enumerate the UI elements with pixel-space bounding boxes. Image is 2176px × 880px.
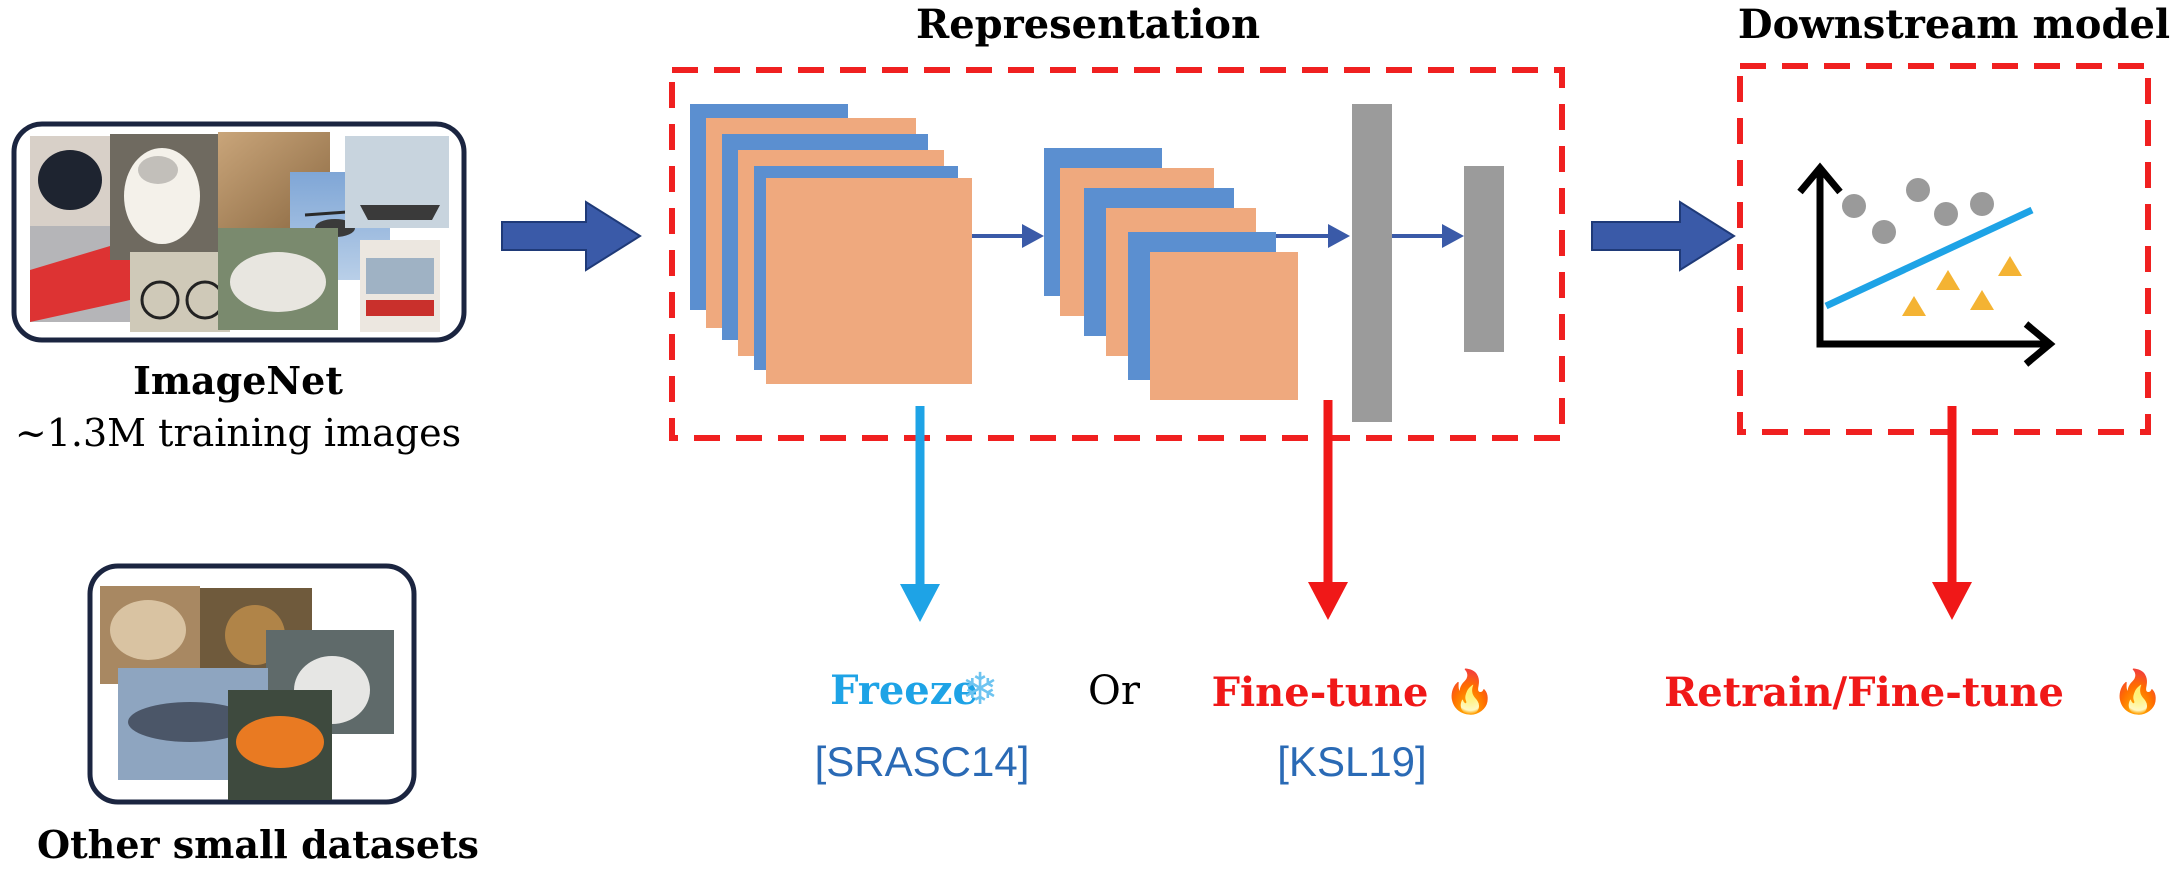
fire-icon: 🔥 bbox=[1444, 667, 1496, 716]
conv-stack-1 bbox=[690, 104, 972, 384]
classifier-plot-icon bbox=[1797, 162, 2056, 367]
y-axis-arrowhead bbox=[1797, 162, 1843, 195]
conv2-layer-6 bbox=[1150, 252, 1298, 400]
husky-shape bbox=[230, 252, 326, 312]
fc-layer-1 bbox=[1352, 104, 1392, 422]
downstream-dashed-box bbox=[1737, 63, 2151, 435]
class-a-point-5 bbox=[1970, 192, 1994, 216]
fine-tune-label: Fine-tune bbox=[1212, 669, 1429, 716]
thumb-bicycle bbox=[130, 252, 230, 332]
orange-car-shape bbox=[236, 716, 324, 768]
class-a-point-4 bbox=[1934, 202, 1958, 226]
dark-dog-shape bbox=[38, 150, 102, 210]
bus-stripe bbox=[366, 300, 434, 316]
imagenet-title: ImageNet bbox=[133, 358, 343, 403]
small-dog-1-shape bbox=[110, 600, 186, 660]
class-a-point-3 bbox=[1906, 178, 1930, 202]
conv-stack-2 bbox=[1044, 148, 1298, 400]
retrain-arrow-head bbox=[1932, 582, 1972, 620]
small-datasets-title: Other small datasets bbox=[37, 822, 479, 867]
or-label: Or bbox=[1088, 668, 1141, 714]
arrow-conv1-conv2-head bbox=[1022, 224, 1044, 248]
conv1-layer-6 bbox=[766, 178, 972, 384]
imagenet-subtitle: ~1.3M training images bbox=[15, 411, 461, 455]
retrain-label: Retrain/Fine-tune bbox=[1664, 669, 2064, 716]
plot-axes bbox=[1816, 170, 2048, 348]
class-b-point-3 bbox=[1902, 296, 1926, 316]
ship-hull bbox=[360, 205, 440, 220]
arrow-representation-to-downstream bbox=[1591, 200, 1736, 272]
puppy-shape bbox=[124, 148, 200, 244]
freeze-label: Freeze bbox=[830, 667, 978, 714]
car-shape bbox=[128, 702, 252, 742]
class-a-point-1 bbox=[1842, 194, 1866, 218]
train-stripe bbox=[30, 240, 130, 322]
x-axis-arrowhead bbox=[2023, 321, 2056, 367]
arrow-conv2-fc1-head bbox=[1328, 224, 1350, 248]
bus-window bbox=[366, 258, 434, 294]
puppy-face bbox=[138, 156, 178, 184]
class-b-point-4 bbox=[1970, 290, 1994, 310]
class-a-point-2 bbox=[1872, 220, 1896, 244]
downstream-title: Downstream model bbox=[1738, 1, 2170, 48]
fine-tune-arrow-head bbox=[1308, 582, 1348, 620]
imagenet-collage bbox=[11, 121, 467, 343]
snowflake-icon: ❄ bbox=[962, 665, 999, 714]
representation-title: Representation bbox=[916, 1, 1260, 48]
small-datasets-collage bbox=[87, 563, 417, 805]
fine-tune-citation: [KSL19] bbox=[1277, 738, 1426, 785]
freeze-citation: [SRASC14] bbox=[815, 738, 1030, 785]
representation-dashed-box bbox=[669, 67, 1565, 441]
decision-boundary bbox=[1824, 206, 2034, 310]
class-b-point-1 bbox=[1998, 256, 2022, 276]
arrow-imagenet-to-representation bbox=[501, 200, 642, 272]
class-b-point-2 bbox=[1936, 270, 1960, 290]
freeze-arrow-head bbox=[900, 584, 940, 622]
fire-icon-downstream: 🔥 bbox=[2112, 667, 2164, 716]
fc-layer-2 bbox=[1464, 166, 1504, 352]
arrow-fc1-fc2-head bbox=[1442, 224, 1464, 248]
wheel-left bbox=[140, 280, 180, 320]
